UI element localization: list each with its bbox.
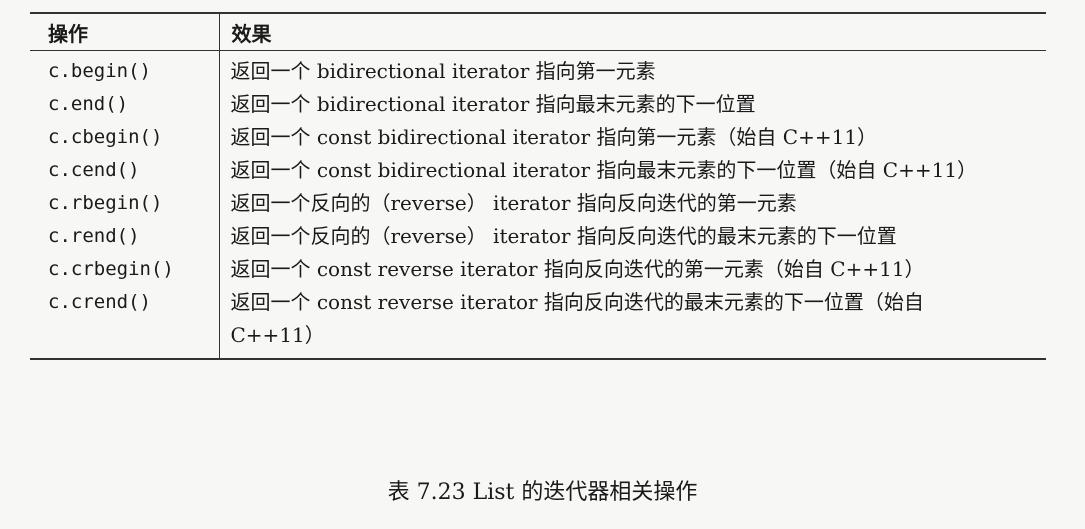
effect-cell: 返回一个 const reverse iterator 指向反向迭代的最末元素的…	[230, 290, 924, 347]
table-row: c.cbegin() 返回一个 const bidirectional iter…	[30, 121, 1046, 154]
effect-cell: 返回一个 bidirectional iterator 指向第一元素	[230, 59, 656, 83]
operation-cell: c.cend()	[30, 154, 220, 187]
operation-cell: c.rbegin()	[30, 187, 220, 220]
iterator-operations-table: 操作 效果 c.begin() 返回一个 bidirectional itera…	[30, 12, 1046, 360]
operation-cell: c.begin()	[30, 50, 220, 88]
table-caption: 表 7.23 List 的迭代器相关操作	[387, 480, 698, 505]
table-header-row: 操作 效果	[30, 13, 1046, 51]
operation-cell: c.end()	[30, 88, 220, 121]
table-row: c.crend() 返回一个 const reverse iterator 指向…	[30, 286, 1046, 359]
operation-cell: c.cbegin()	[30, 121, 220, 154]
table-row: c.rend() 返回一个反向的（reverse） iterator 指向反向迭…	[30, 220, 1046, 253]
operation-cell: c.rend()	[30, 220, 220, 253]
table-row: c.begin() 返回一个 bidirectional iterator 指向…	[30, 50, 1046, 88]
effect-cell: 返回一个反向的（reverse） iterator 指向反向迭代的第一元素	[230, 191, 797, 215]
effect-cell: 返回一个 const bidirectional iterator 指向最末元素…	[230, 158, 978, 182]
header-operation: 操作	[30, 13, 220, 51]
effect-cell: 返回一个 const bidirectional iterator 指向第一元素…	[230, 125, 878, 149]
table-row: c.crbegin() 返回一个 const reverse iterator …	[30, 253, 1046, 286]
effect-cell: 返回一个 const reverse iterator 指向反向迭代的第一元素（…	[230, 257, 925, 281]
operation-cell: c.crend()	[30, 286, 220, 359]
effect-cell: 返回一个反向的（reverse） iterator 指向反向迭代的最末元素的下一…	[230, 224, 897, 248]
table-row: c.rbegin() 返回一个反向的（reverse） iterator 指向反…	[30, 187, 1046, 220]
header-effect: 效果	[231, 21, 272, 46]
effect-cell: 返回一个 bidirectional iterator 指向最末元素的下一位置	[230, 92, 756, 116]
operation-cell: c.crbegin()	[30, 253, 220, 286]
table-row: c.cend() 返回一个 const bidirectional iterat…	[30, 154, 1046, 187]
table-row: c.end() 返回一个 bidirectional iterator 指向最末…	[30, 88, 1046, 121]
